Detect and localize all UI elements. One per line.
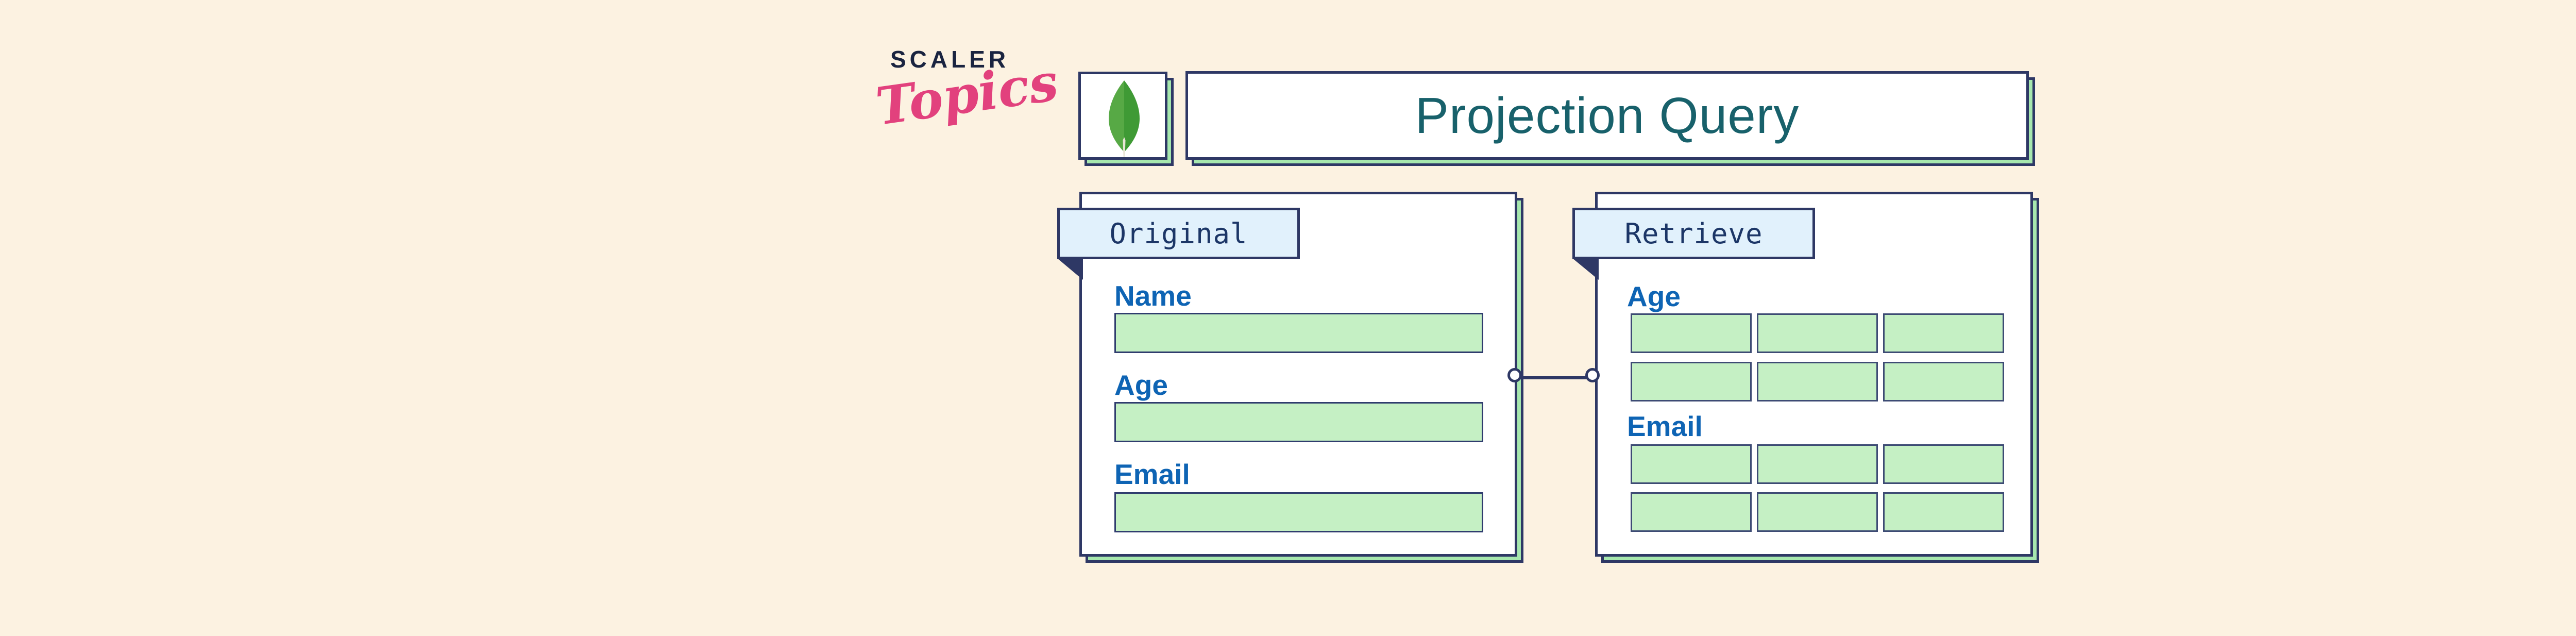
scaler-topics-logo: SCALER Topics — [871, 44, 1062, 157]
title-box: Projection Query — [1185, 71, 2029, 160]
mongodb-box — [1078, 72, 1167, 160]
retrieve-group-label-age: Age — [1627, 280, 1681, 312]
original-tab-label: Original — [1109, 217, 1248, 250]
retrieve-email-cell — [1883, 444, 2004, 484]
original-field-label-age: Age — [1114, 369, 1168, 401]
original-field-label-name: Name — [1114, 280, 1192, 312]
retrieve-age-cell — [1757, 313, 1878, 353]
retrieve-age-cell — [1883, 362, 2004, 401]
retrieve-email-cell — [1631, 492, 1752, 532]
retrieve-tab-label: Retrieve — [1624, 217, 1763, 250]
retrieve-email-cell — [1757, 444, 1878, 484]
retrieve-email-cell — [1757, 492, 1878, 532]
original-tab: Original — [1057, 208, 1300, 259]
connector-node-right — [1585, 368, 1600, 382]
scaler-wordmark: SCALER — [890, 46, 1010, 73]
retrieve-age-cell — [1757, 362, 1878, 401]
connector-node-left — [1507, 368, 1522, 382]
original-field-label-email: Email — [1114, 458, 1190, 490]
original-field-bar-email — [1114, 492, 1483, 532]
retrieve-tab-fold — [1572, 258, 1599, 280]
retrieve-email-cell — [1631, 444, 1752, 484]
retrieve-email-cell — [1883, 492, 2004, 532]
connector-line — [1516, 376, 1596, 379]
page-title: Projection Query — [1415, 87, 1800, 144]
original-field-bar-age — [1114, 402, 1483, 442]
retrieve-age-cell — [1631, 313, 1752, 353]
mongodb-leaf-icon — [1109, 80, 1140, 157]
retrieve-age-cell — [1883, 313, 2004, 353]
retrieve-age-cell — [1631, 362, 1752, 401]
original-field-bar-name — [1114, 313, 1483, 353]
retrieve-group-label-email: Email — [1627, 410, 1703, 442]
retrieve-tab: Retrieve — [1572, 208, 1815, 259]
